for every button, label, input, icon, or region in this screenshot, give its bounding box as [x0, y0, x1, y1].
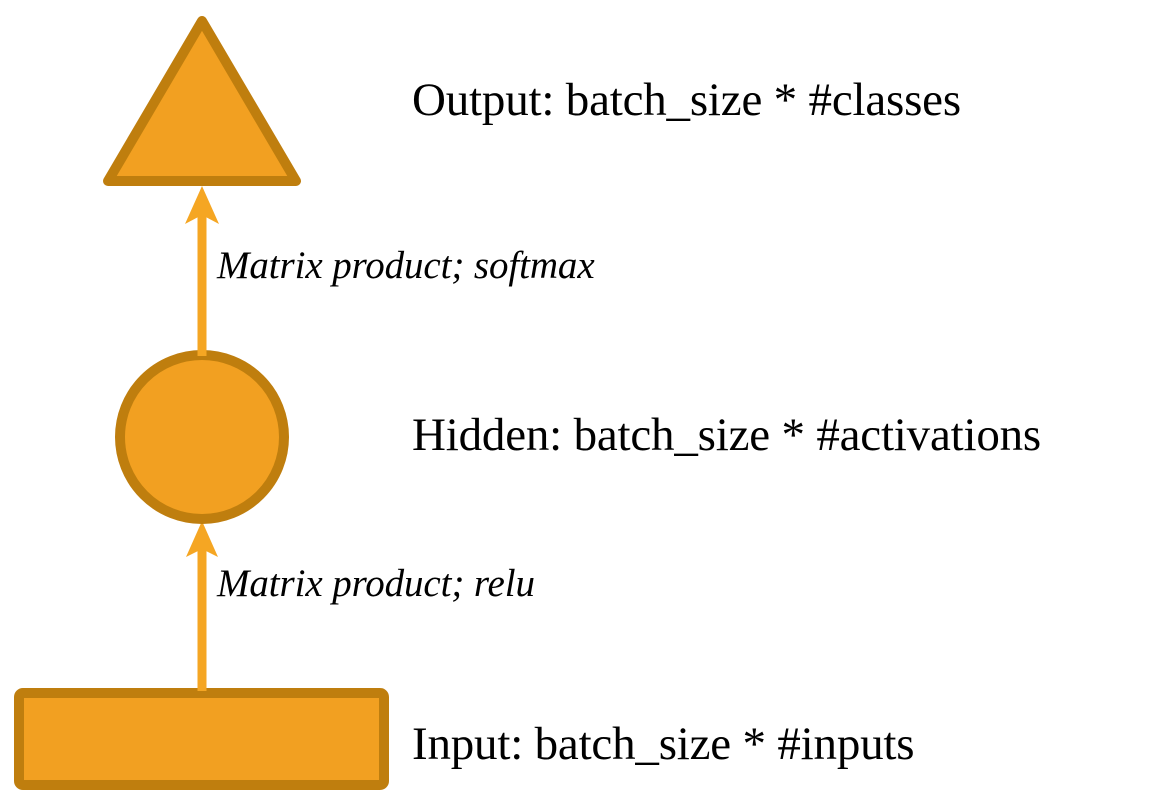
edge-hidden-to-output-label: Matrix product; softmax: [217, 244, 595, 287]
edge-hidden-to-output-arrow[interactable]: [185, 186, 219, 356]
edge-input-to-hidden-arrow[interactable]: [186, 521, 218, 691]
node-hidden-label: Hidden: batch_size * #activations: [412, 409, 1042, 461]
node-output-triangle[interactable]: [103, 16, 301, 186]
edge-hidden-to-output-arrowhead: [185, 186, 219, 224]
node-hidden-circle[interactable]: [115, 350, 289, 524]
node-output-label: Output: batch_size * #classes: [412, 74, 961, 126]
edge-input-to-hidden-label: Matrix product; relu: [217, 562, 535, 605]
edge-input-to-hidden-arrowhead: [186, 521, 218, 557]
node-input-rectangle[interactable]: [14, 688, 389, 790]
node-input-label: Input: batch_size * #inputs: [412, 718, 915, 770]
